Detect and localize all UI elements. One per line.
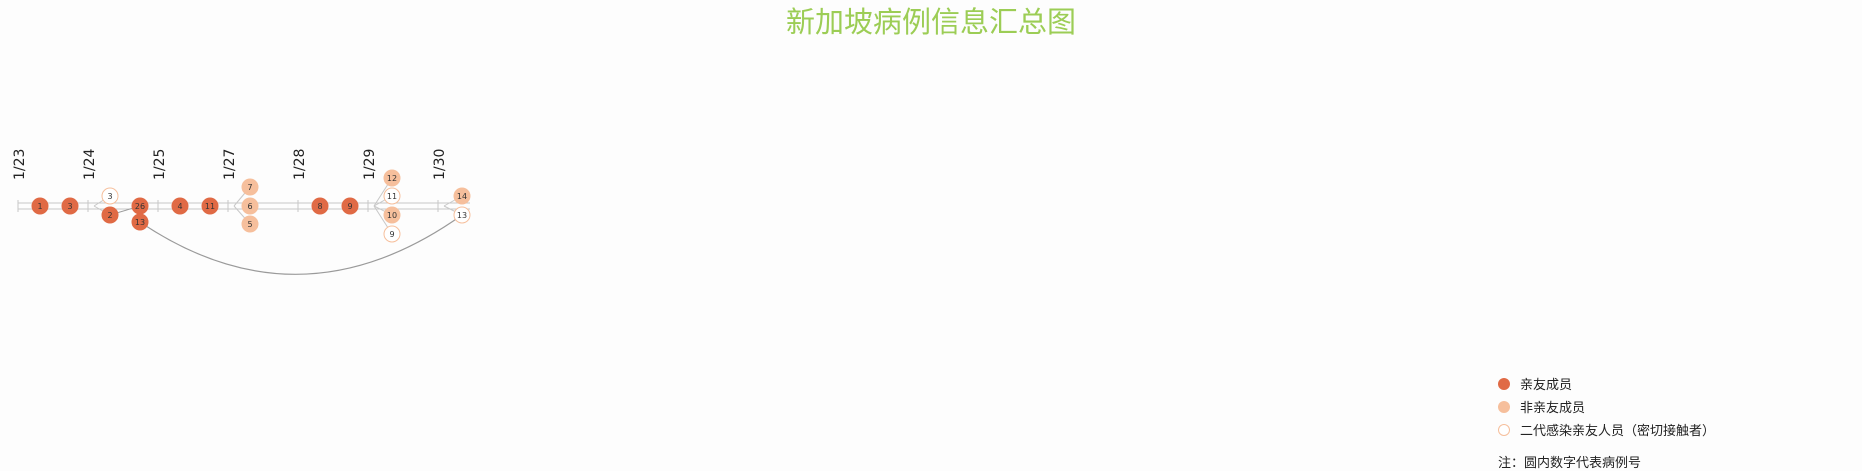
case-number: 11 [205,202,215,211]
case-number: 26 [135,202,145,211]
date-label: 1/28 [292,149,308,180]
legend-item-nonfamily[interactable]: 非亲友成员 [1498,395,1715,418]
case-node-nonfamily [241,178,259,196]
case-number: 3 [67,202,72,211]
case-number: 14 [457,192,467,201]
case-number: 13 [135,218,145,227]
case-number: 6 [247,202,252,211]
legend-swatch-nonfamily [1498,400,1510,413]
case-number: 11 [387,192,397,201]
case-number: 10 [387,211,397,220]
case-node-family [101,206,119,224]
case-number: 8 [317,202,322,211]
case-node-family [31,197,49,215]
case-node-family [61,197,79,215]
case-node-family [131,213,149,231]
case-number: 12 [387,174,397,183]
legend-note: 注：圆内数字代表病例号 [1498,455,1642,471]
date-label: 1/24 [82,148,98,180]
date-label: 1/23 [12,149,28,180]
date-label: 1/30 [432,149,448,180]
case-node-secondary [101,187,119,205]
case-node-secondary [383,187,401,205]
case-node-nonfamily [241,215,259,233]
legend-swatch-family [1498,377,1510,390]
case-number: 9 [347,202,352,211]
date-label: 1/29 [362,149,378,180]
link-arc [139,214,463,275]
legend-item-family[interactable]: 亲友成员 [1498,372,1715,395]
case-node-family [201,197,219,215]
case-node-nonfamily [453,187,471,205]
case-node-nonfamily [241,197,259,215]
legend: 亲友成员 非亲友成员 二代感染亲友人员（密切接触者） 注：圆内数字代表病例号 [1498,372,1715,471]
case-number: 1 [37,202,42,211]
case-number: 5 [247,220,252,229]
chart-title: 新加坡病例信息汇总图 [785,5,1076,39]
case-node-secondary [453,206,471,224]
case-number: 7 [247,183,252,192]
legend-label-nonfamily: 非亲友成员 [1520,401,1586,416]
case-number: 3 [107,192,112,201]
case-number: 9 [389,230,394,239]
case-number: 4 [177,202,182,211]
case-number: 13 [457,211,467,220]
case-node-nonfamily [383,169,401,187]
case-node-nonfamily [383,206,401,224]
date-label: 1/27 [222,149,238,180]
legend-label-family: 亲友成员 [1520,378,1573,393]
legend-item-secondary[interactable]: 二代感染亲友人员（密切接触者） [1498,418,1715,441]
date-label: 1/25 [152,149,168,180]
case-node-family [341,197,359,215]
legend-label-secondary: 二代感染亲友人员（密切接触者） [1520,424,1716,439]
case-node-family [311,197,329,215]
case-number: 2 [107,211,112,220]
case-node-family [171,197,189,215]
case-node-secondary [383,225,401,243]
legend-swatch-secondary [1498,423,1510,436]
